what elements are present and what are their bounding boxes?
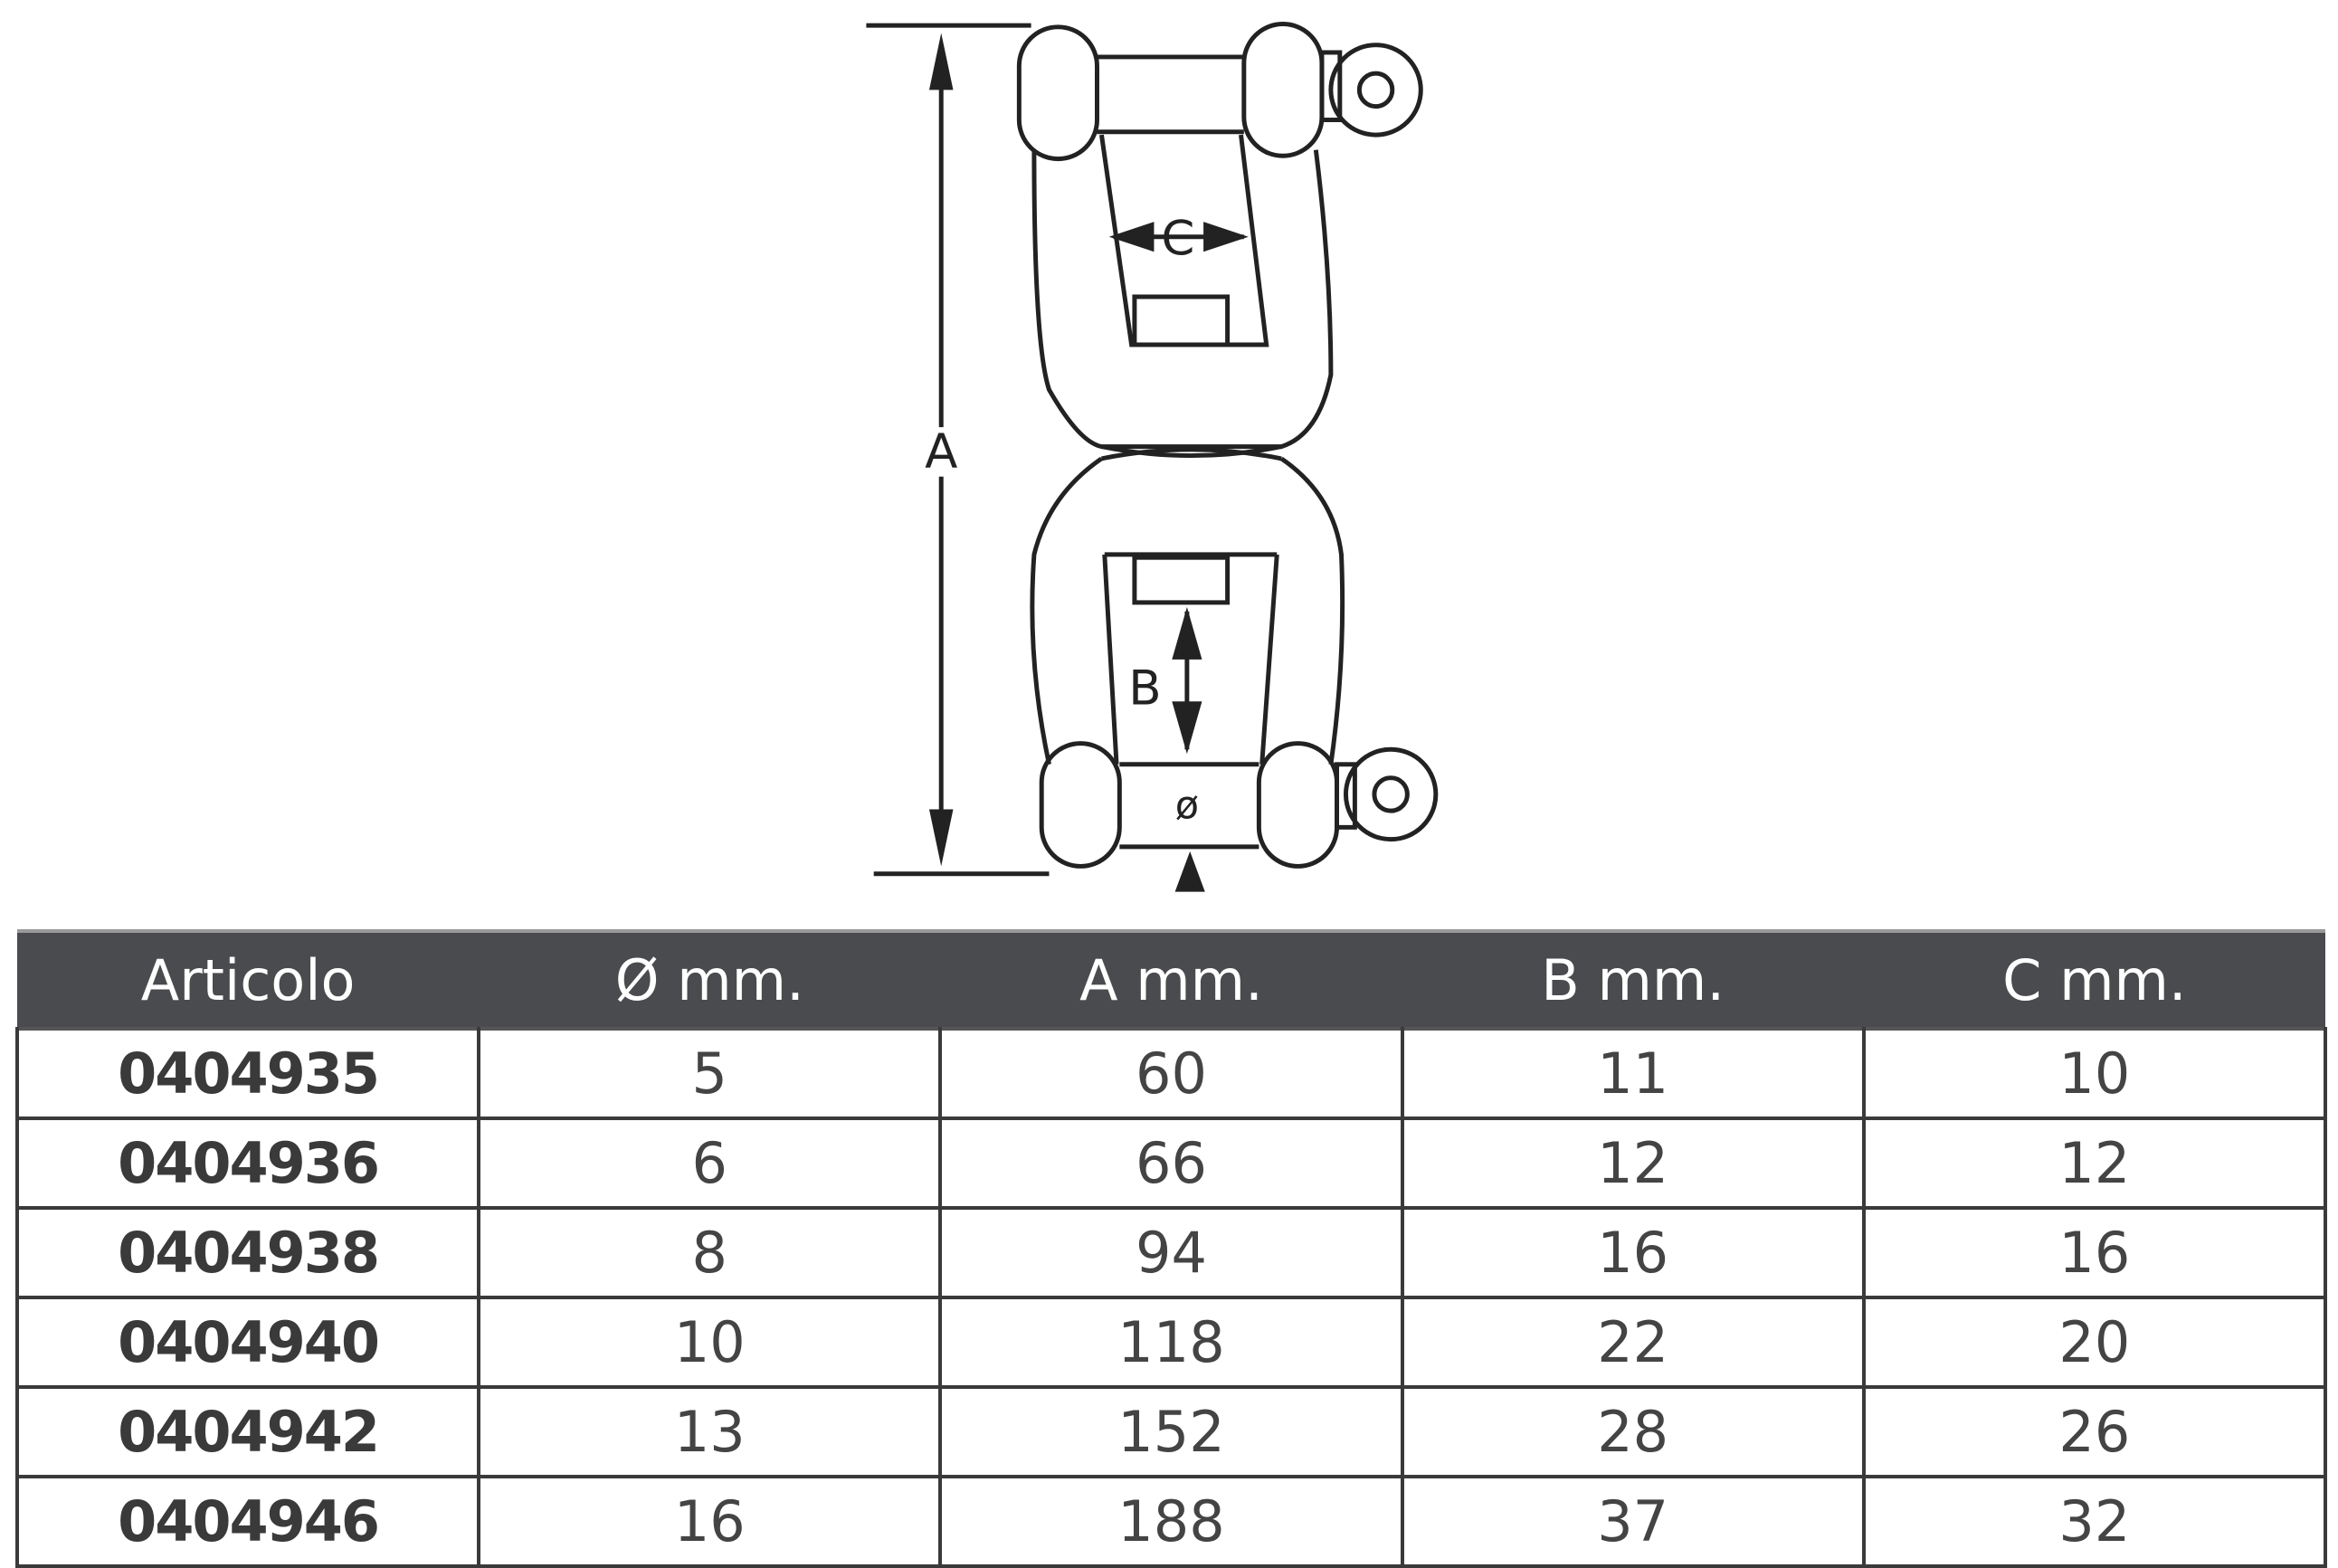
c-cell: 16: [1861, 1206, 2328, 1299]
article-code: 0404940: [14, 1296, 481, 1389]
label-c: C: [1161, 212, 1194, 267]
b-cell: 12: [1400, 1117, 1866, 1210]
diameter-cell: 10: [477, 1296, 943, 1389]
b-cell: 28: [1400, 1385, 1866, 1478]
b-cell: 37: [1400, 1475, 1866, 1568]
header-c: C mm.: [1863, 929, 2325, 1029]
header-b: B mm.: [1402, 929, 1864, 1029]
c-cell: 10: [1861, 1027, 2328, 1120]
a-cell: 66: [938, 1117, 1404, 1210]
label-b: B: [1128, 661, 1161, 717]
a-cell: 152: [938, 1385, 1404, 1478]
label-a: A: [925, 424, 957, 480]
c-cell: 32: [1861, 1475, 2328, 1568]
header-a: A mm.: [940, 929, 1402, 1029]
upper-pin-right-knob: [1241, 22, 1325, 158]
a-cell: 94: [938, 1206, 1404, 1299]
a-cell: 188: [938, 1475, 1404, 1568]
header-articolo: Articolo: [17, 929, 480, 1029]
header-diameter: Ø mm.: [479, 929, 941, 1029]
c-cell: 26: [1861, 1385, 2328, 1478]
lower-eye: [1343, 746, 1439, 842]
a-cell: 118: [938, 1296, 1404, 1389]
a-cell: 60: [938, 1027, 1404, 1120]
c-cell: 12: [1861, 1117, 2328, 1210]
diameter-cell: 8: [477, 1206, 943, 1299]
article-code: 0404936: [14, 1117, 481, 1210]
b-cell: 16: [1400, 1206, 1866, 1299]
diameter-cell: 13: [477, 1385, 943, 1478]
lower-pin-left-knob: [1039, 741, 1122, 869]
dimensions-table: Articolo Ø mm. A mm. B mm. C mm. 0404935…: [14, 929, 2328, 1568]
b-cell: 22: [1400, 1296, 1866, 1389]
table-header-row: Articolo Ø mm. A mm. B mm. C mm.: [17, 929, 2325, 1029]
diameter-cell: 6: [477, 1117, 943, 1210]
article-code: 0404935: [14, 1027, 481, 1120]
label-diameter: ø: [1175, 783, 1199, 828]
b-cell: 11: [1400, 1027, 1866, 1120]
upper-eye: [1328, 43, 1423, 138]
diameter-cell: 16: [477, 1475, 943, 1568]
article-code: 0404938: [14, 1206, 481, 1299]
c-cell: 20: [1861, 1296, 2328, 1389]
lower-pin-right-knob: [1256, 741, 1340, 869]
diameter-cell: 5: [477, 1027, 943, 1120]
article-code: 0404946: [14, 1475, 481, 1568]
article-code: 0404942: [14, 1385, 481, 1478]
upper-pin-left-knob: [1016, 24, 1099, 162]
